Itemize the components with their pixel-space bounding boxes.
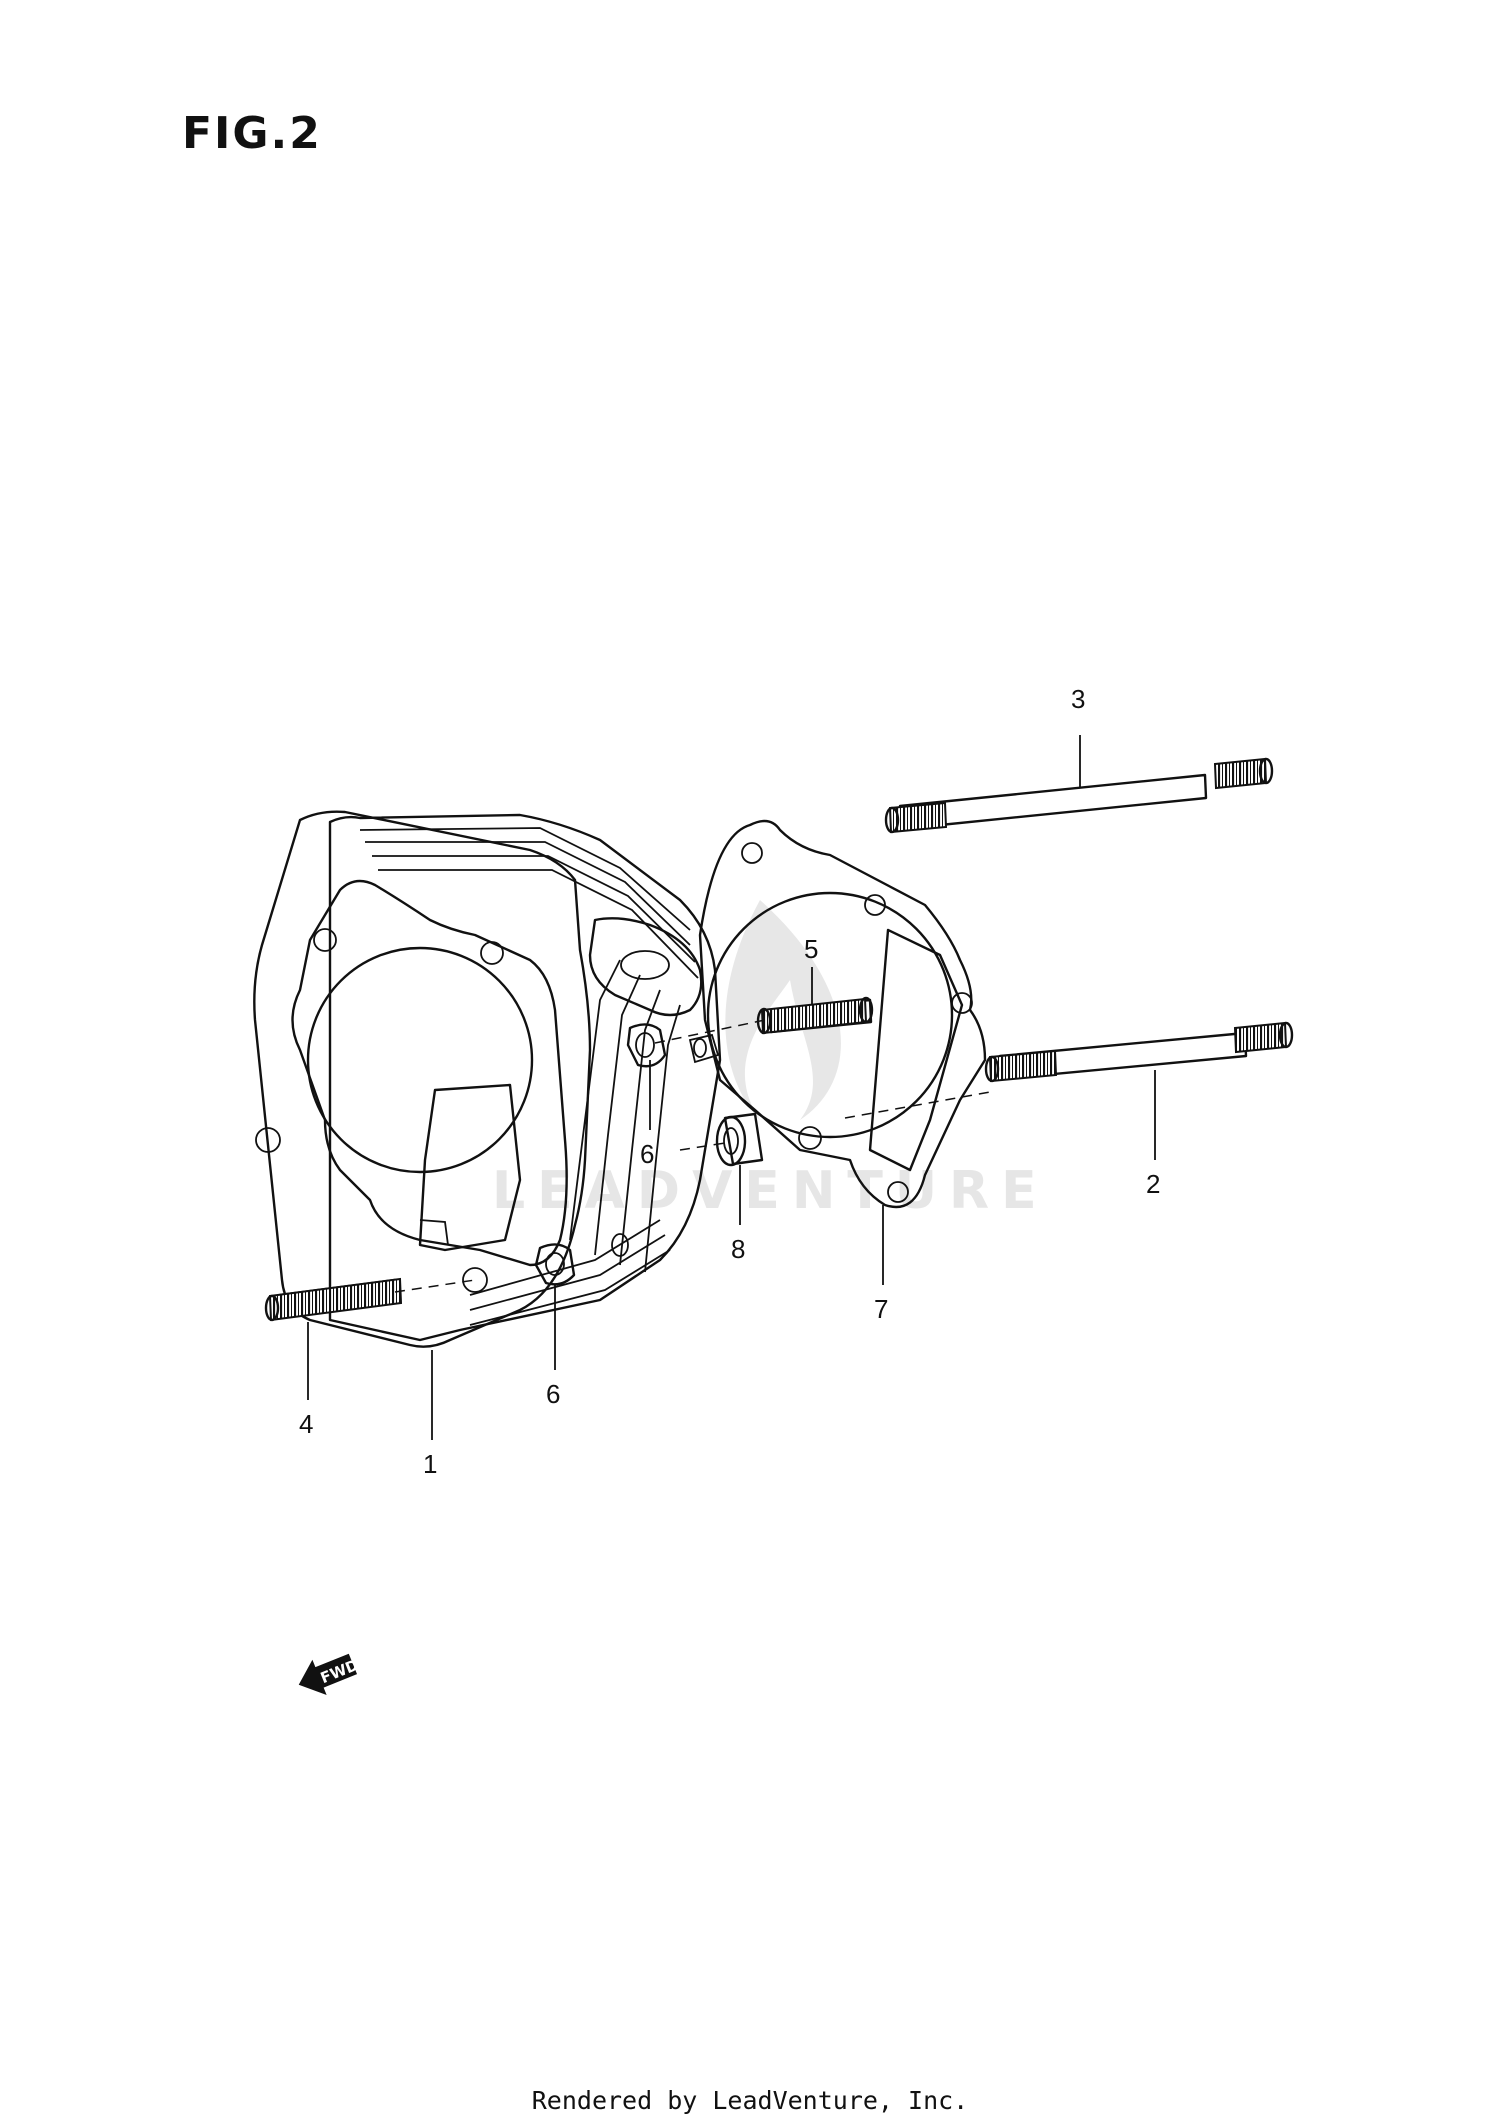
callout-labels: 3 5 6 2 8 7 4 6 1 — [299, 684, 1160, 1479]
leadventure-watermark: LEADVENTURE — [492, 900, 1037, 1221]
part-stud-4 — [264, 1277, 403, 1322]
part-cylinder-gasket-7 — [698, 819, 987, 1209]
leader-lines — [307, 735, 1156, 1440]
part-stud-2 — [984, 1021, 1294, 1083]
alignment-lines — [394, 1019, 991, 1293]
fwd-arrow-icon: FWD — [298, 1653, 361, 1695]
part-washer-6-lower — [534, 1243, 576, 1286]
callout-7: 7 — [874, 1294, 888, 1324]
callout-6: 6 — [546, 1379, 560, 1409]
callout-3: 3 — [1071, 684, 1085, 714]
callout-6: 6 — [640, 1139, 654, 1169]
leadventure-flame-icon — [725, 900, 841, 1120]
figure-title: FIG.2 — [182, 108, 322, 159]
callout-4: 4 — [299, 1409, 313, 1439]
callout-5: 5 — [804, 934, 818, 964]
callout-1: 1 — [423, 1449, 437, 1479]
callout-8: 8 — [731, 1234, 745, 1264]
part-stud-3 — [884, 757, 1274, 834]
part-dowel-pin-8 — [715, 1112, 764, 1167]
footer-credit: Rendered by LeadVenture, Inc. — [531, 2086, 969, 2115]
callout-2: 2 — [1146, 1169, 1160, 1199]
part-washer-6-upper — [626, 1023, 667, 1068]
part-cylinder-1 — [253, 810, 722, 1348]
